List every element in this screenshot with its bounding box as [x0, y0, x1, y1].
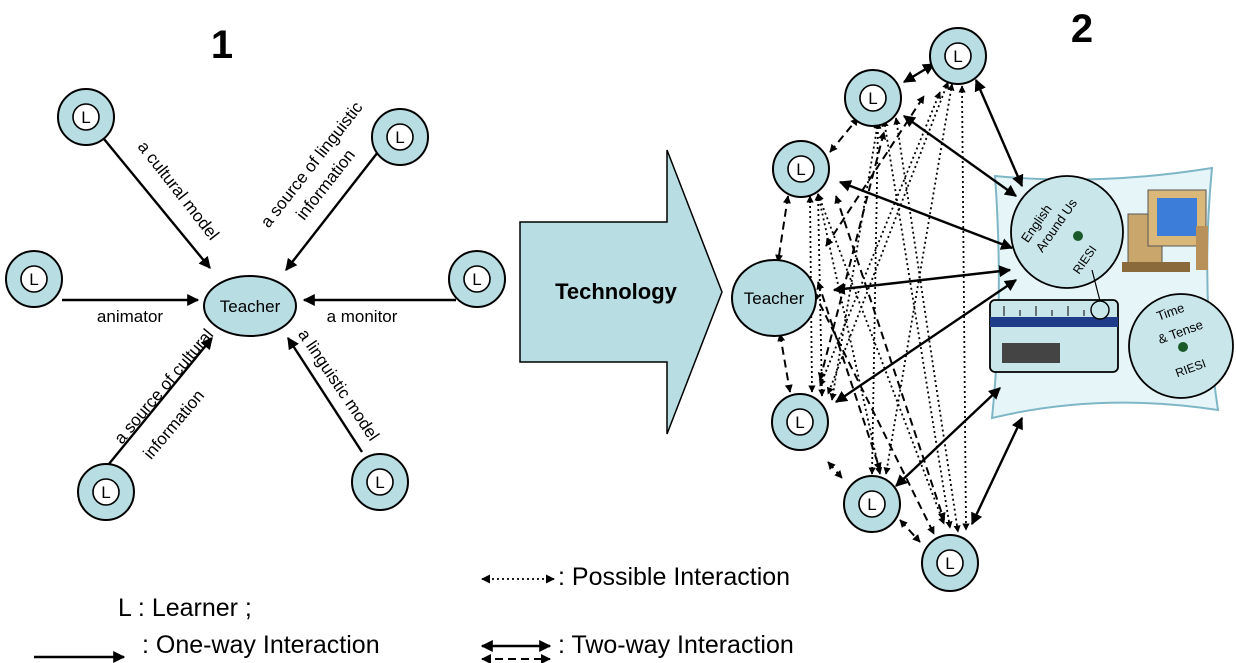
learner-node: L	[57, 88, 115, 146]
learner-label: L	[101, 483, 110, 502]
technology-arrow	[519, 149, 723, 435]
cd-time-and-tense: Time & Tense RIESI	[1128, 293, 1234, 399]
teacher-node-2	[731, 259, 817, 337]
learner-node: L	[921, 534, 979, 592]
learner-label: L	[81, 108, 90, 127]
learner-node: L	[351, 453, 409, 511]
learner-label: L	[29, 270, 38, 289]
arrow-source-cultural	[103, 337, 213, 471]
arrow-source-linguistic	[285, 151, 379, 271]
learner-node: L	[448, 250, 506, 308]
legend-one-way: : One-way Interaction	[142, 631, 380, 659]
role-animator: animator	[97, 307, 163, 326]
panel-1-arrows	[62, 138, 456, 471]
role-linguistic-model: a linguistic model	[294, 326, 383, 445]
possible-interaction-lines	[806, 81, 970, 533]
learner-node: L	[5, 250, 63, 308]
learner-label: L	[953, 47, 962, 66]
arrow-cultural-model	[103, 138, 211, 269]
learner-node: L	[77, 463, 135, 521]
learner-label: L	[795, 413, 804, 432]
learner-node: L	[843, 475, 901, 533]
legend-two-way: : Two-way Interaction	[558, 631, 794, 659]
panel-2-number: 2	[1071, 7, 1093, 51]
role-monitor: a monitor	[327, 307, 398, 326]
legend-learner: L : Learner ;	[118, 594, 252, 622]
learner-label: L	[375, 473, 384, 492]
two-way-interaction-lines	[832, 62, 1024, 526]
learner-node: L	[844, 69, 902, 127]
learner-label: L	[867, 495, 876, 514]
learner-label: L	[945, 554, 954, 573]
learner-label: L	[868, 89, 877, 108]
teacher-node-1	[203, 275, 297, 337]
learner-node: L	[371, 108, 429, 166]
teacher-label-1: Teacher	[220, 297, 281, 316]
learner-node: L	[772, 140, 830, 198]
learner-label: L	[472, 270, 481, 289]
technology-label: Technology	[555, 279, 678, 304]
legend: L : Learner ; : One-way Interaction : Po…	[34, 563, 794, 663]
arrow-linguistic-model	[286, 336, 364, 453]
cd-english-around-us: English Around Us RIESI	[1010, 175, 1124, 289]
learner-node: L	[929, 27, 987, 85]
computer-icon	[1122, 189, 1208, 272]
learner-label: L	[796, 160, 805, 179]
teacher-label-2: Teacher	[744, 289, 805, 308]
legend-possible: : Possible Interaction	[558, 563, 790, 591]
panel-1-number: 1	[211, 23, 233, 67]
learner-node: L	[771, 393, 829, 451]
learner-label: L	[395, 128, 404, 147]
